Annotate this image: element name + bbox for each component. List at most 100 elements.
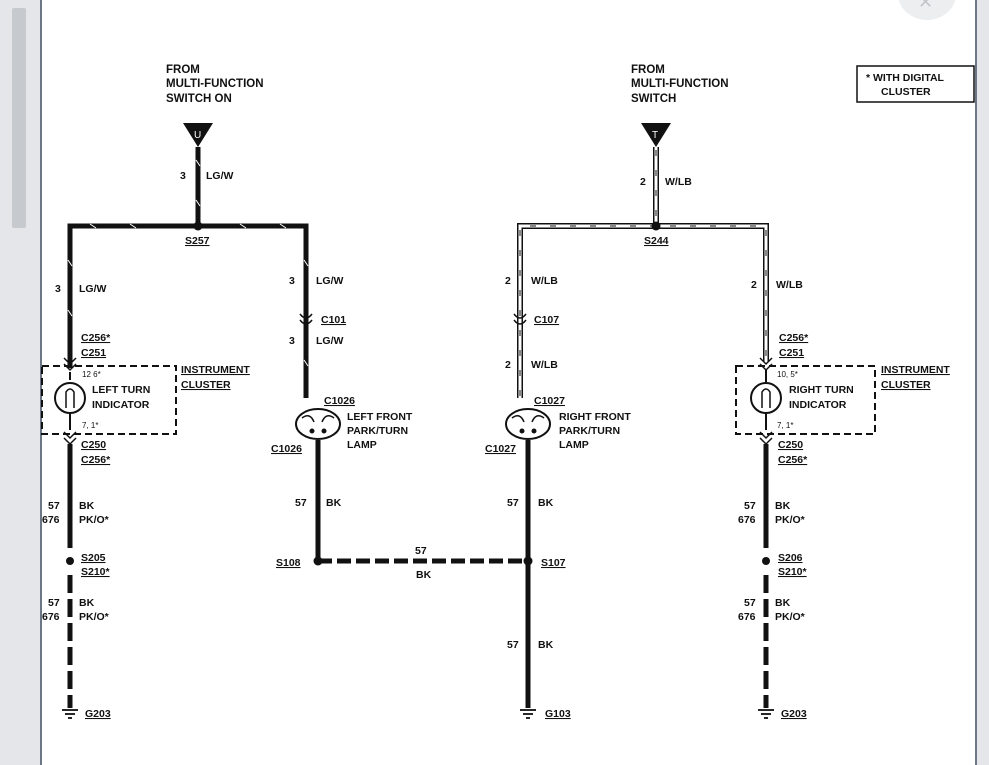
- source-left-line1: FROM: [166, 64, 200, 76]
- right-indicator-label-1: RIGHT TURN: [789, 384, 854, 396]
- cluster-label-right-2: CLUSTER: [881, 379, 931, 391]
- connector-c1027-bot: C1027: [485, 443, 516, 455]
- wire-color: W/LB: [531, 275, 558, 287]
- right-lamp-label-3: LAMP: [559, 439, 589, 451]
- source-right-line2: MULTI-FUNCTION: [631, 78, 729, 90]
- wire-num: 57: [507, 639, 519, 651]
- cluster-label-left-2: CLUSTER: [181, 379, 231, 391]
- wire-num: 676: [42, 514, 60, 526]
- ground-g203-right: G203: [781, 708, 807, 720]
- cluster-label-right-1: INSTRUMENT: [881, 364, 950, 376]
- source-right-line1: FROM: [631, 64, 665, 76]
- wire-color: PK/O*: [775, 514, 806, 526]
- left-indicator-label-2: INDICATOR: [92, 399, 150, 411]
- source-right-line3: SWITCH: [631, 93, 676, 105]
- connector-c107: C107: [534, 314, 559, 326]
- wire-color: BK: [326, 497, 342, 509]
- wire-num: 2: [505, 359, 511, 371]
- terminal-t: T: [641, 123, 671, 147]
- wire-color: BK: [538, 497, 554, 509]
- connector-c256-left-bot: C256*: [81, 454, 111, 466]
- left-indicator-label-1: LEFT TURN: [92, 384, 150, 396]
- terminal-u-label: U: [194, 130, 201, 141]
- wire-num: 2: [640, 176, 646, 188]
- left-front-lamp-icon: [295, 408, 341, 440]
- connector-c250-right: C250: [778, 439, 803, 451]
- wire-num: 57: [744, 500, 756, 512]
- ground-g203-left: G203: [85, 708, 111, 720]
- wire-num: 57: [48, 500, 60, 512]
- pins: 12 6*: [82, 370, 101, 379]
- wire-color: PK/O*: [79, 514, 110, 526]
- wire-num: 3: [289, 275, 295, 287]
- close-button[interactable]: ✕: [898, 0, 956, 20]
- wire-color: BK: [775, 500, 791, 512]
- connector-c251-left: C251: [81, 347, 106, 359]
- connector-c1026-bot: C1026: [271, 443, 302, 455]
- left-lamp-label-1: LEFT FRONT: [347, 411, 413, 423]
- lgw-wires: [67, 147, 309, 398]
- wire-num: 2: [751, 279, 757, 291]
- connector-c256-right-bot: C256*: [778, 454, 808, 466]
- wire-color: LG/W: [316, 335, 343, 347]
- connector-c256-right: C256*: [779, 332, 809, 344]
- left-lamp-label-2: PARK/TURN: [347, 425, 408, 437]
- right-indicator-label-2: INDICATOR: [789, 399, 847, 411]
- splice-s210-left: S210*: [81, 566, 111, 578]
- ground-g103: G103: [545, 708, 571, 720]
- connector-c251-right: C251: [779, 347, 804, 359]
- left-lamp-label-3: LAMP: [347, 439, 377, 451]
- lgw-stripes: [67, 159, 309, 367]
- ground-icon: [758, 709, 774, 719]
- connector-c101-symbol: [299, 313, 313, 325]
- ground-icon: [520, 709, 536, 719]
- terminal-t-label: T: [652, 130, 658, 141]
- wire-color: BK: [79, 597, 95, 609]
- splice-s206-dot: [762, 557, 770, 565]
- splice-s244-dot: [651, 221, 661, 231]
- splice-s257-dot: [193, 221, 203, 231]
- splice-s244: S244: [644, 235, 669, 247]
- wire-color: LG/W: [206, 170, 233, 182]
- left-gutter: [0, 0, 40, 765]
- splice-s210-right: S210*: [778, 566, 808, 578]
- wire-num: 57: [507, 497, 519, 509]
- legend-line2: CLUSTER: [881, 86, 931, 98]
- wire-color: BK: [538, 639, 554, 651]
- right-lamp-label-2: PARK/TURN: [559, 425, 620, 437]
- legend-line1: * WITH DIGITAL: [866, 72, 945, 84]
- ground-icon: [62, 709, 78, 719]
- wire-color: BK: [416, 569, 432, 581]
- scrollbar-thumb[interactable]: [12, 8, 26, 228]
- wire-num: 57: [48, 597, 60, 609]
- splice-s205-dot: [66, 557, 74, 565]
- left-cluster-box: [41, 365, 177, 435]
- connector-c107-symbol: [513, 313, 527, 325]
- wire-num: 676: [738, 514, 756, 526]
- terminal-u: U: [183, 123, 213, 147]
- wire-num: 676: [738, 611, 756, 623]
- right-gutter: [977, 0, 989, 765]
- right-turn-bulb-icon: [750, 370, 782, 430]
- right-cluster-box: [735, 365, 876, 435]
- wlb-wires: [517, 147, 769, 398]
- pins: 10, 5*: [777, 370, 798, 379]
- wire-color: BK: [79, 500, 95, 512]
- wire-color: W/LB: [531, 359, 558, 371]
- splice-s257: S257: [185, 235, 210, 247]
- bk-wires: [67, 440, 769, 708]
- close-icon: ✕: [918, 0, 934, 13]
- wire-num: 57: [415, 545, 427, 557]
- connector-c101: C101: [321, 314, 346, 326]
- source-left-line2: MULTI-FUNCTION: [166, 78, 264, 90]
- wire-color: W/LB: [776, 279, 803, 291]
- wire-color: PK/O*: [79, 611, 110, 623]
- connector-symbol: [759, 431, 773, 446]
- connector-c1026-top: C1026: [324, 395, 355, 407]
- splice-s205: S205: [81, 552, 106, 564]
- wire-num: 2: [505, 275, 511, 287]
- wire-color: BK: [775, 597, 791, 609]
- source-left-line3: SWITCH ON: [166, 93, 232, 105]
- wire-color: LG/W: [316, 275, 343, 287]
